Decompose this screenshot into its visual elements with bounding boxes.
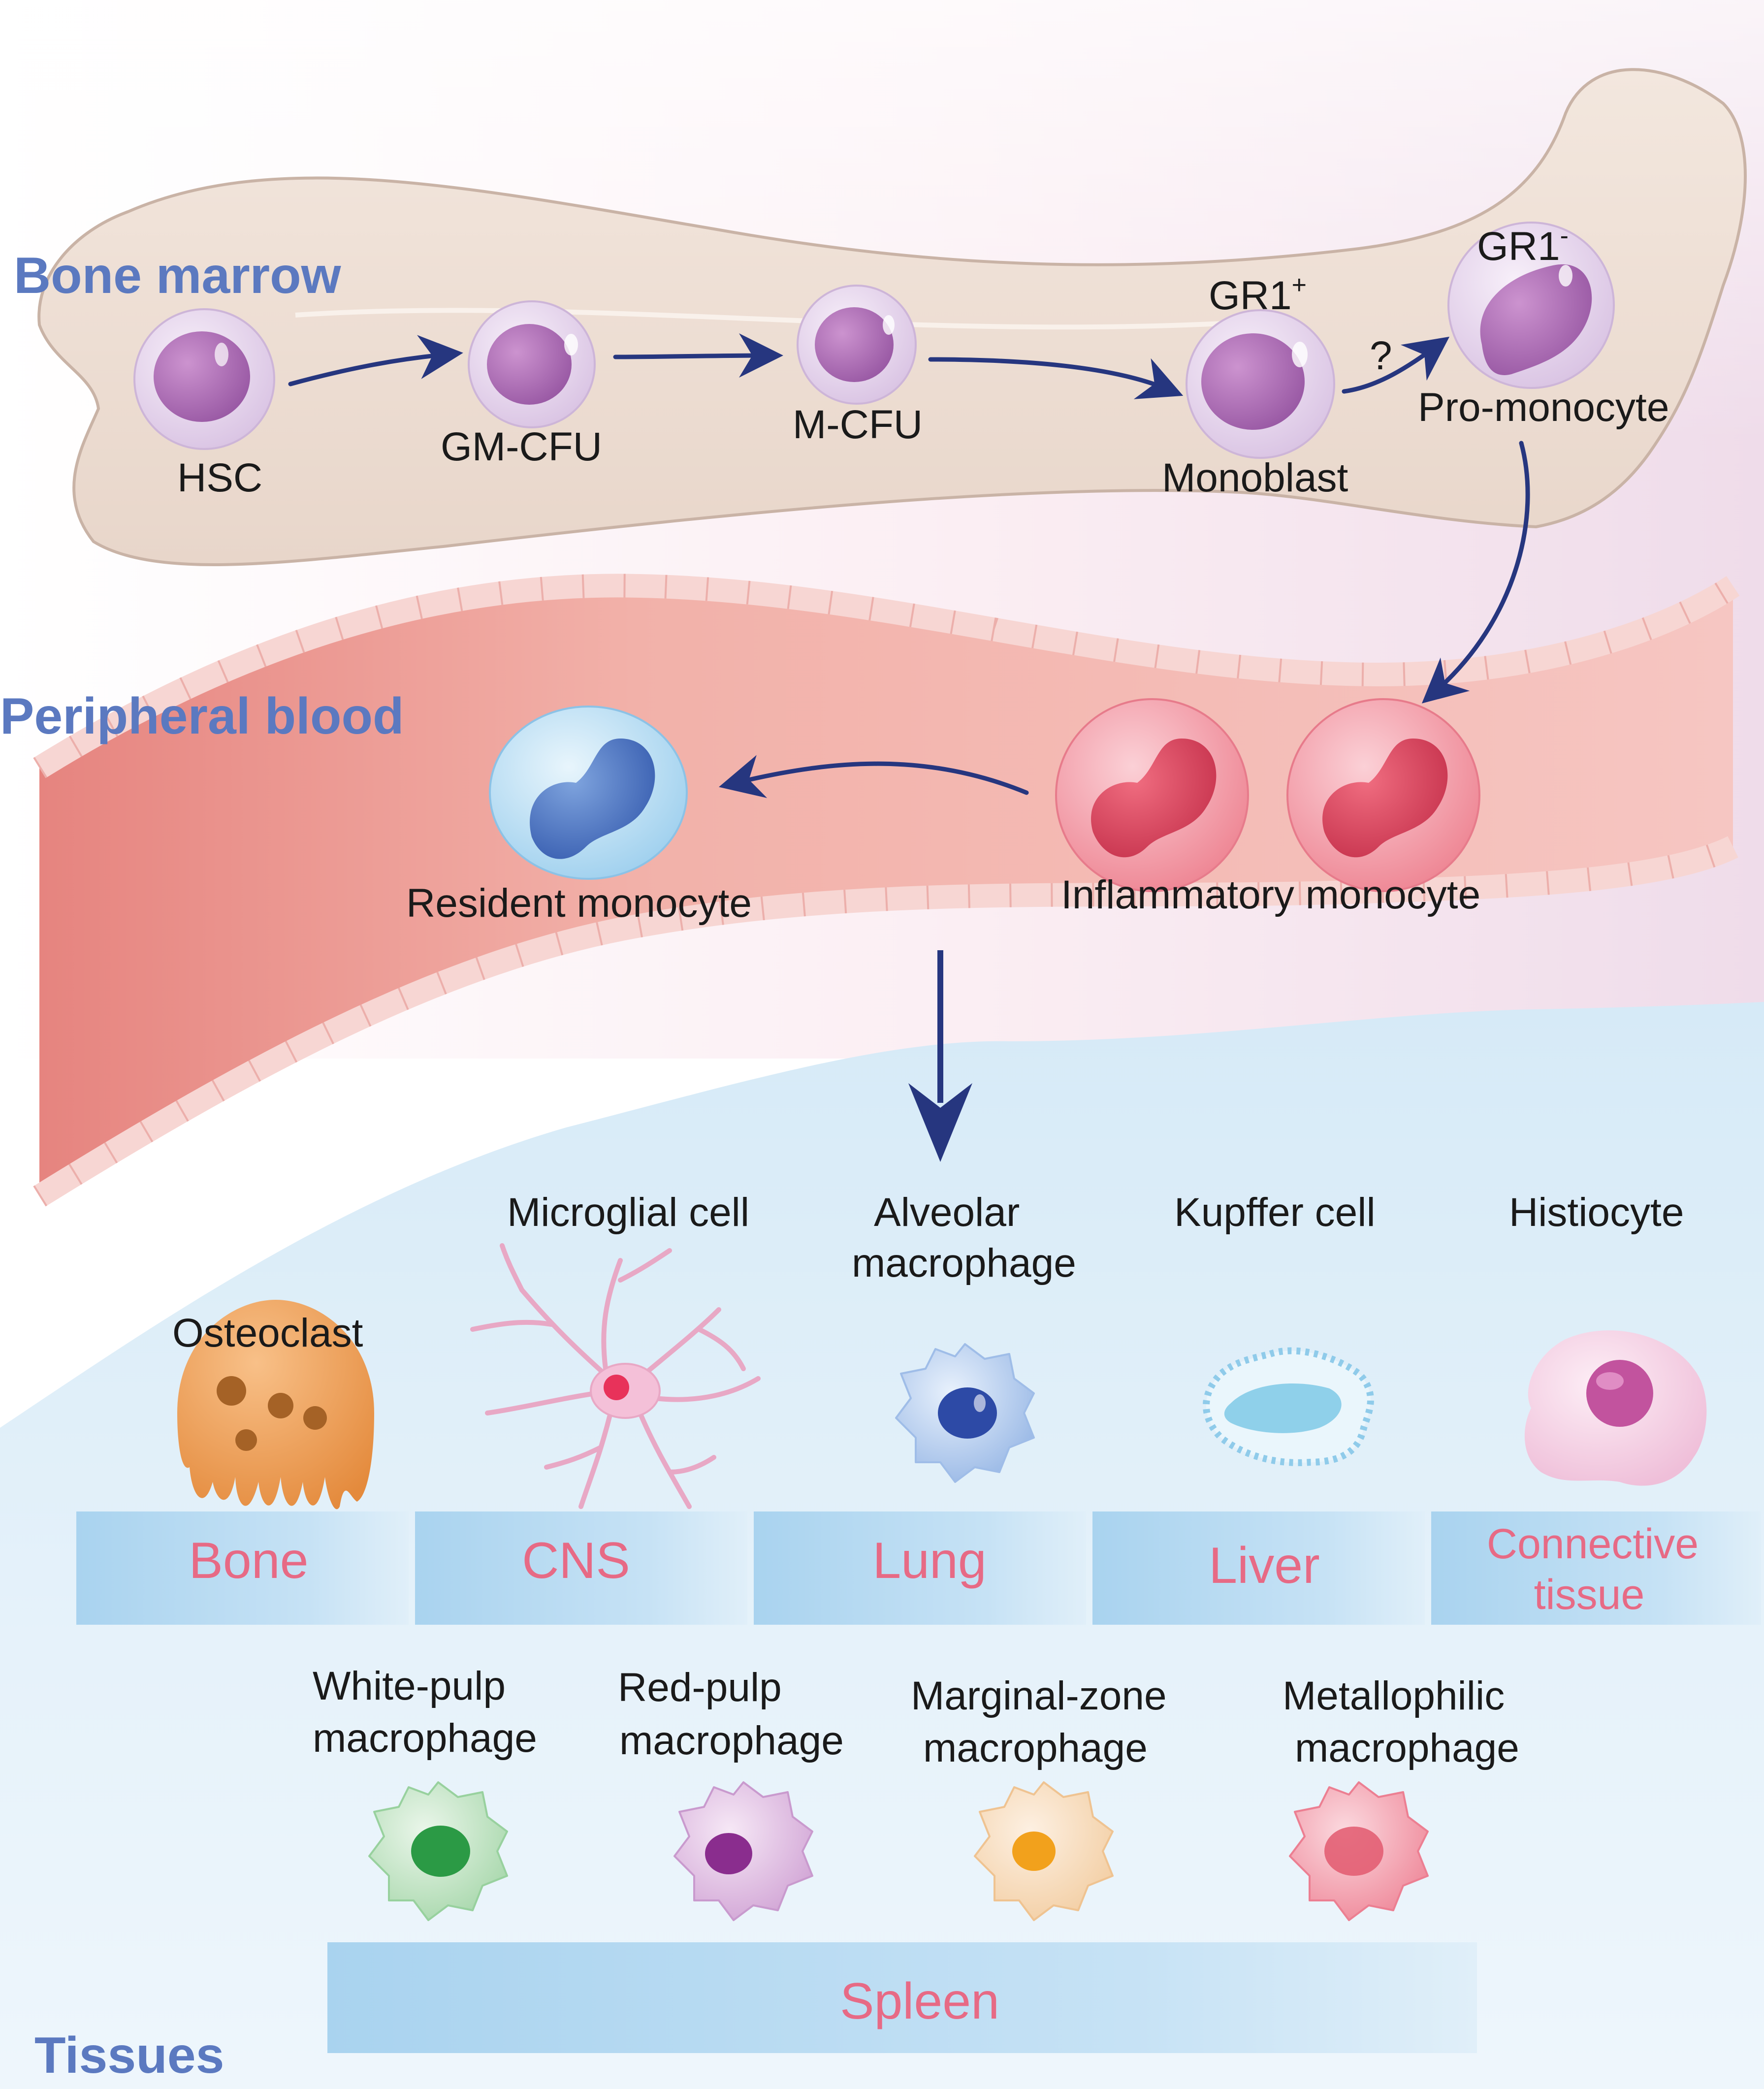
arrow-monoblast-to-promonocyte	[1342, 336, 1450, 394]
differentiation-arrows	[288, 333, 1530, 798]
marginal-zone-macrophage-cell	[974, 1781, 1114, 1921]
label-red-pulp-line2: macrophage	[619, 1718, 844, 1763]
label-bone-marrow: Bone marrow	[14, 247, 342, 304]
inflammatory-monocyte-cell-1	[1055, 698, 1249, 892]
hsc-cell	[133, 308, 275, 450]
inflammatory-monocyte-cell-2	[1286, 698, 1480, 892]
label-alveolar-line1: Alveolar	[874, 1190, 1020, 1235]
gm-cfu-cell	[468, 300, 596, 428]
label-pro-monocyte: Pro-monocyte	[1418, 385, 1669, 430]
arrow-mcfu-to-monoblast	[928, 357, 1184, 399]
label-hsc: HSC	[177, 455, 262, 500]
label-gr1-plus: GR1+	[1209, 271, 1307, 318]
arrow-inflammatory-to-resident	[719, 755, 1029, 798]
osteoclast-cell	[177, 1300, 374, 1510]
label-marginal-zone-line1: Marginal-zone	[911, 1673, 1167, 1718]
histiocyte-cell	[1524, 1330, 1707, 1486]
arrow-gmcfu-to-mcfu	[613, 333, 783, 378]
kupffer-cell	[1203, 1347, 1374, 1466]
red-pulp-macrophage-cell	[674, 1781, 813, 1921]
band-bone	[76, 1511, 409, 1625]
label-monoblast: Monoblast	[1162, 455, 1348, 500]
alveolar-macrophage-cell	[895, 1343, 1035, 1483]
label-white-pulp-line2: macrophage	[313, 1716, 537, 1761]
band-liver	[1092, 1511, 1425, 1625]
label-microglial-cell: Microglial cell	[507, 1190, 749, 1235]
label-organ-connective-line2: tissue	[1534, 1571, 1645, 1618]
label-kupffer-cell: Kupffer cell	[1174, 1190, 1376, 1235]
organ-bands	[76, 1511, 1761, 1625]
label-metallophilic-line2: macrophage	[1295, 1726, 1519, 1770]
label-resident-monocyte: Resident monocyte	[406, 881, 752, 926]
label-m-cfu: M-CFU	[793, 402, 923, 447]
band-lung	[754, 1511, 1086, 1625]
label-alveolar-line2: macrophage	[852, 1241, 1076, 1286]
metallophilic-macrophage-cell	[1289, 1781, 1429, 1921]
label-inflammatory-monocyte: Inflammatory monocyte	[1061, 872, 1480, 917]
resident-monocyte-cell	[489, 706, 688, 880]
band-spleen	[327, 1942, 1477, 2053]
label-organ-connective-line1: Connective	[1487, 1520, 1699, 1568]
label-metallophilic-line1: Metallophilic	[1283, 1673, 1505, 1718]
bone-highlight	[295, 308, 1281, 330]
label-organ-liver: Liver	[1209, 1537, 1319, 1594]
label-white-pulp-line1: White-pulp	[313, 1664, 506, 1708]
label-osteoclast: Osteoclast	[172, 1311, 363, 1355]
label-organ-lung: Lung	[872, 1532, 986, 1589]
label-question-mark: ?	[1370, 333, 1392, 378]
label-tissues: Tissues	[34, 2027, 224, 2084]
band-connective	[1431, 1511, 1761, 1625]
white-pulp-macrophage-cell	[368, 1781, 508, 1921]
label-organ-spleen: Spleen	[840, 1973, 999, 2030]
arrow-hsc-to-gmcfu	[288, 335, 463, 386]
label-marginal-zone-line2: macrophage	[923, 1726, 1148, 1770]
m-cfu-cell	[797, 285, 917, 405]
label-histiocyte: Histiocyte	[1509, 1190, 1684, 1235]
label-gr1-minus: GR1-	[1477, 222, 1569, 269]
microglial-cell	[470, 1243, 761, 1509]
label-red-pulp-line1: Red-pulp	[618, 1665, 782, 1710]
monoblast-cell	[1186, 309, 1335, 459]
arrow-promonocyte-to-blood	[1421, 441, 1530, 704]
label-organ-bone: Bone	[189, 1532, 309, 1589]
arrow-blood-to-tissues	[908, 950, 972, 1162]
band-cns	[415, 1511, 747, 1625]
pro-monocyte-cell	[1447, 222, 1615, 389]
label-peripheral-blood: Peripheral blood	[0, 688, 404, 745]
label-gm-cfu: GM-CFU	[441, 424, 602, 469]
label-organ-cns: CNS	[522, 1532, 630, 1589]
